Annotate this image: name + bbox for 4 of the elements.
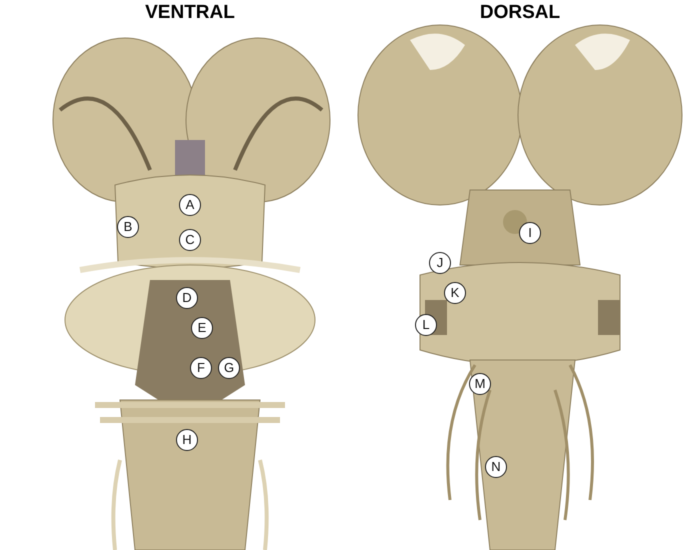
view-title: DORSAL — [480, 2, 560, 24]
view-title: VENTRAL — [145, 2, 235, 24]
callout-letter: L — [415, 314, 437, 336]
callout-letter: J — [429, 252, 451, 274]
